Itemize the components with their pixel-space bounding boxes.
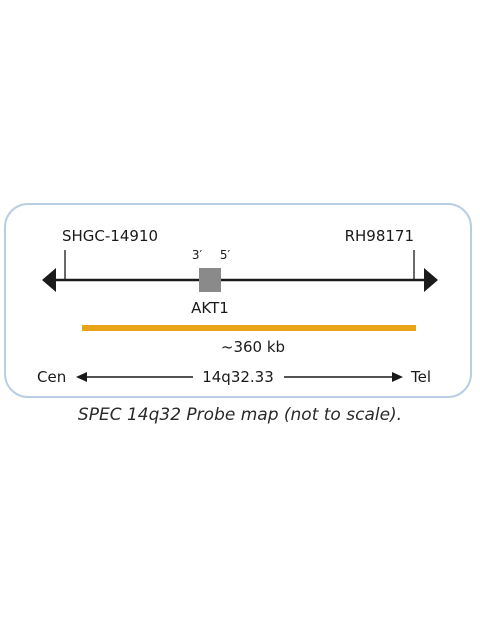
probe-bar xyxy=(82,325,416,331)
probe-length-label: ~360 kb xyxy=(221,338,285,356)
orientation-arrow-left-icon xyxy=(76,372,87,382)
chromosome-arrow-left-icon xyxy=(42,268,56,292)
chromosome-arrow-right-icon xyxy=(424,268,438,292)
gene-box xyxy=(199,268,221,292)
gene-label: AKT1 xyxy=(191,299,229,317)
marker-label-left: SHGC-14910 xyxy=(62,227,158,245)
tel-label: Tel xyxy=(410,368,431,386)
marker-label-right: RH98171 xyxy=(345,227,414,245)
gene-end-3-label: 3′ xyxy=(192,248,203,262)
figure-caption: SPEC 14q32 Probe map (not to scale). xyxy=(77,405,403,425)
cen-label: Cen xyxy=(37,368,66,386)
diagram-frame xyxy=(4,203,472,398)
gene-end-5-label: 5′ xyxy=(220,248,231,262)
orientation-arrow-right-icon xyxy=(392,372,403,382)
band-label: 14q32.33 xyxy=(202,368,274,386)
